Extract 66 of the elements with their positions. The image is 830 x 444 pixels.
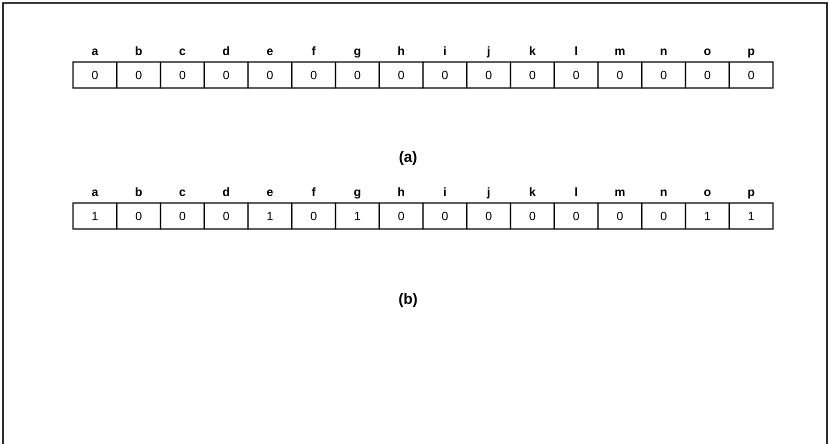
bit-letter: b (136, 187, 142, 196)
bit-letter: k (530, 187, 536, 196)
bit-letter: o (704, 48, 711, 56)
bit-letter: l (575, 187, 577, 196)
bit-letter: n (660, 48, 667, 55)
bit-letter: a (92, 48, 98, 56)
bit-cell: 0 (204, 61, 249, 89)
bit-cell: 0 (378, 202, 424, 230)
bit-letter: d (222, 187, 229, 196)
bit-cell: 0 (684, 61, 730, 89)
bit-cell: 0 (641, 202, 686, 230)
bit-cell: 0 (466, 61, 512, 89)
bit-letter: p (748, 190, 754, 198)
bit-letter: f (312, 187, 316, 196)
bit-cell: 0 (247, 61, 292, 89)
bit-letter: i (444, 187, 446, 196)
bit-cell: 0 (510, 61, 555, 89)
bit-cell: 0 (72, 61, 118, 89)
bit-letter: d (222, 46, 229, 56)
bit-letter: n (660, 190, 667, 196)
bit-cell: 0 (291, 61, 336, 89)
bit-letter: k (530, 46, 536, 55)
bit-letter: p (748, 48, 754, 58)
bit-letter: l (575, 46, 577, 55)
bit-cell: 0 (597, 202, 642, 230)
bit-cell: 0 (422, 202, 468, 230)
bit-cell: 1 (684, 202, 730, 230)
bit-cell: 0 (291, 202, 336, 230)
bit-cell: 1 (334, 202, 380, 230)
bit-cell: 0 (160, 202, 205, 230)
bit-cell: 0 (554, 202, 599, 230)
bit-cell: 0 (116, 202, 162, 230)
bit-cell: 0 (641, 61, 686, 89)
bit-letter: e (267, 48, 273, 56)
bit-cell: 1 (728, 202, 774, 230)
bit-letter: b (136, 46, 142, 56)
bit-letter: j (486, 187, 490, 198)
bit-cell: 0 (728, 61, 774, 89)
bit-cell: 0 (422, 61, 468, 89)
bit-letter: m (615, 190, 624, 196)
bit-letter: c (180, 48, 186, 56)
bit-letter: g (354, 48, 360, 58)
bit-cell: 0 (597, 61, 642, 89)
bit-letter: g (354, 190, 360, 199)
bit-cell: 1 (72, 202, 118, 230)
bit-letter: m (615, 48, 624, 55)
bit-letter: j (486, 46, 490, 58)
bit-letter: e (267, 190, 273, 196)
bit-cell: 1 (247, 202, 292, 230)
bit-cell: 0 (160, 61, 205, 89)
bit-cell: 0 (116, 61, 162, 89)
bit-cell: 0 (466, 202, 512, 230)
bit-letter: f (312, 46, 316, 55)
subfigure-caption: (a) (400, 151, 416, 165)
bit-cell: 0 (554, 61, 599, 89)
bit-letter: c (180, 190, 186, 196)
bit-letter: a (92, 190, 98, 196)
bit-cell: 0 (510, 202, 555, 230)
bit-letter: h (398, 46, 404, 55)
bit-cell: 0 (204, 202, 249, 230)
bit-cell: 0 (334, 61, 380, 89)
bit-letter: o (704, 190, 711, 196)
bit-cell: 0 (378, 61, 424, 89)
bit-letter: h (398, 187, 404, 196)
subfigure-caption: (b) (399, 293, 417, 307)
bit-letter: i (444, 46, 446, 55)
